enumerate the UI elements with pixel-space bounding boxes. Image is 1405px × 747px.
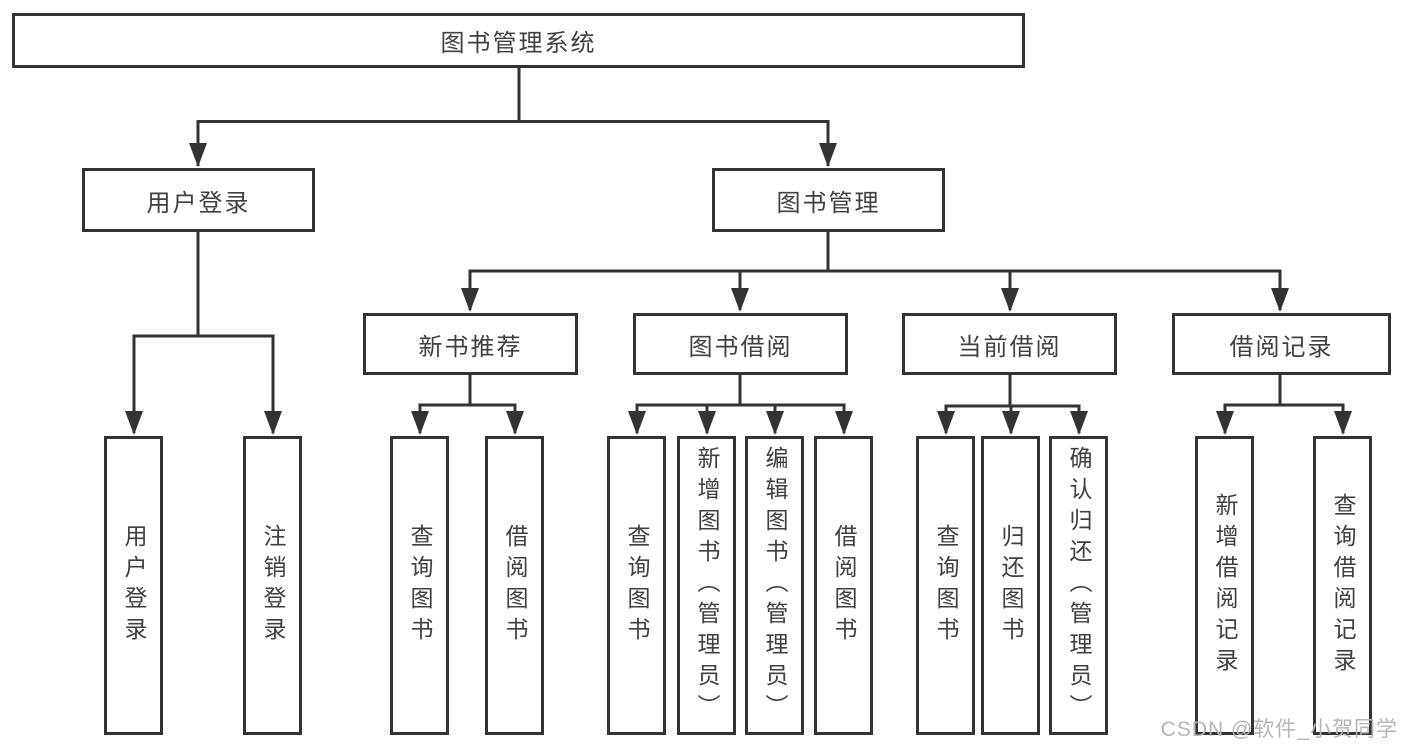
- leaf-label: 查询借阅记录: [1330, 492, 1356, 679]
- leaf-label: 查询图书: [624, 523, 650, 648]
- leaf-label: 借阅图书: [831, 523, 857, 648]
- leaf-return-books: 归还图书: [981, 436, 1040, 735]
- leaf-edit-books-admin: 编辑图书（管理员）: [745, 436, 804, 735]
- leaf-user-login: 用户登录: [104, 436, 163, 735]
- node-label: 当前借阅: [957, 333, 1062, 361]
- node-label: 图书借阅: [688, 333, 793, 361]
- leaf-label: 查询图书: [407, 523, 433, 648]
- node-book-borrow: 图书借阅: [633, 313, 848, 375]
- leaf-label: 新增图书（管理员）: [694, 446, 720, 725]
- leaf-label: 注销登录: [260, 523, 286, 648]
- node-current-borrow: 当前借阅: [902, 313, 1117, 375]
- node-label: 用户登录: [146, 189, 251, 217]
- node-label: 借阅记录: [1229, 333, 1334, 361]
- node-user-login: 用户登录: [82, 168, 315, 232]
- leaf-add-books-admin: 新增图书（管理员）: [677, 436, 736, 735]
- node-label: 图书管理系统: [440, 30, 597, 57]
- csdn-watermark: CSDN @软件_小贺同学: [1160, 718, 1398, 741]
- leaf-borrow-books: 借阅图书: [814, 436, 873, 735]
- leaf-label: 新增借阅记录: [1212, 492, 1238, 679]
- leaf-label: 用户登录: [121, 523, 147, 648]
- leaf-label: 确认归还（管理员）: [1066, 446, 1092, 725]
- connector-lines: [132, 68, 1345, 433]
- node-label: 图书管理: [776, 189, 881, 217]
- leaf-query-books-current: 查询图书: [916, 436, 975, 735]
- node-borrow-records: 借阅记录: [1172, 313, 1391, 375]
- leaf-query-books-borrow: 查询图书: [607, 436, 666, 735]
- leaf-label: 借阅图书: [502, 523, 528, 648]
- leaf-confirm-return-admin: 确认归还（管理员）: [1049, 436, 1108, 735]
- leaf-add-borrow-record: 新增借阅记录: [1195, 436, 1254, 735]
- leaf-label: 归还图书: [998, 523, 1024, 648]
- node-book-management: 图书管理: [712, 168, 945, 232]
- leaf-label: 查询图书: [933, 523, 959, 648]
- leaf-query-books-recommend: 查询图书: [390, 436, 449, 735]
- leaf-logout: 注销登录: [243, 436, 302, 735]
- leaf-label: 编辑图书（管理员）: [762, 446, 788, 725]
- node-library-management-system: 图书管理系统: [12, 13, 1025, 68]
- node-new-book-recommend: 新书推荐: [363, 313, 578, 375]
- leaf-query-borrow-record: 查询借阅记录: [1313, 436, 1372, 735]
- leaf-borrow-books-recommend: 借阅图书: [485, 436, 544, 735]
- node-label: 新书推荐: [418, 333, 523, 361]
